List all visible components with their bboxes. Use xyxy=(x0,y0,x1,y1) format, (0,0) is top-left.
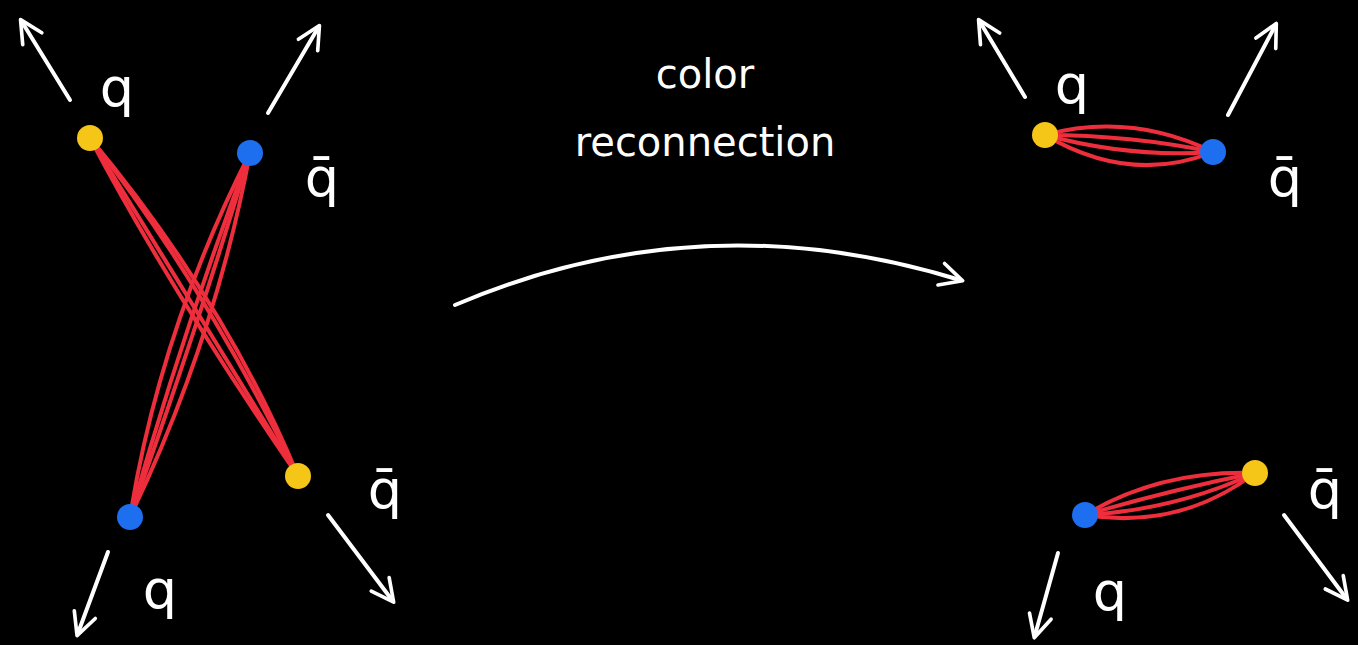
particle-label: q̄ xyxy=(368,463,402,517)
momentum-arrow xyxy=(22,22,1346,635)
color-string xyxy=(1045,127,1255,519)
particle-label: q̄ xyxy=(305,151,339,205)
transition-arrow xyxy=(455,245,960,305)
particle-label: q xyxy=(100,61,134,115)
color-string xyxy=(90,138,298,517)
particle-label: q xyxy=(143,563,177,617)
particle-label: q̄ xyxy=(1308,463,1342,517)
process-label: color reconnection xyxy=(545,40,865,176)
particle-label: q̄ xyxy=(1268,151,1302,205)
particle-label: q xyxy=(1055,58,1089,112)
quark-dot xyxy=(77,122,1268,530)
particle-label: q xyxy=(1093,565,1127,619)
